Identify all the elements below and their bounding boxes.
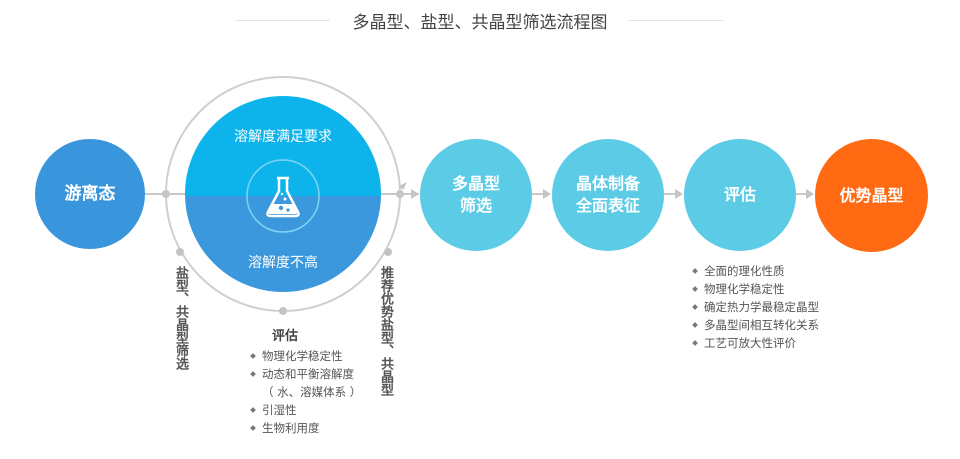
title-rule-right [628, 20, 723, 21]
node-evaluate-label: 评估 [723, 185, 756, 204]
solubility-low-label: 溶解度不高 [248, 255, 318, 271]
ring-dot [279, 307, 287, 315]
node-optimal-form: 优势晶型 [815, 139, 928, 252]
arrow-icon [411, 189, 419, 199]
node-crystal-preparation: 晶体制备 全面表征 [552, 139, 664, 251]
list-item: 确定热力学最稳定晶型 [692, 298, 819, 316]
node-evaluate: 评估 [684, 139, 796, 251]
solubility-high-label: 溶解度满足要求 [234, 129, 332, 145]
arrow-icon [543, 189, 551, 199]
ring-dot [176, 248, 184, 256]
list-item: 动态和平衡溶解度 [250, 365, 361, 383]
lower-eval-title: 评估 [272, 329, 299, 344]
list-item: 物理化学稳定性 [692, 280, 819, 298]
list-item: 工艺可放大性评价 [692, 334, 819, 352]
list-item: 全面的理化性质 [692, 262, 819, 280]
arrow-icon [675, 189, 683, 199]
side-label-salt-cocrystal-screening: 盐型、共晶型筛选 [173, 266, 188, 370]
list-item: （ 水、溶媒体系 ） [262, 385, 362, 399]
list-item: 引湿性 [250, 401, 361, 419]
node-crystal-line2: 全面表征 [575, 196, 640, 215]
node-polymorph-line2: 筛选 [459, 196, 492, 215]
list-item: 物理化学稳定性 [250, 347, 361, 365]
side-label-recommend-optimal: 推荐优势盐型、共晶型 [378, 266, 393, 396]
node-optimal-label: 优势晶型 [839, 185, 904, 205]
right-eval-list: 全面的理化性质 物理化学稳定性 确定热力学最稳定晶型 多晶型间相互转化关系 工艺… [692, 262, 819, 352]
node-polymorph-line1: 多晶型 [451, 174, 500, 193]
lower-eval-list: 物理化学稳定性 动态和平衡溶解度 （ 水、溶媒体系 ） 引湿性 生物利用度 [250, 347, 361, 437]
node-crystal-line1: 晶体制备 [575, 174, 640, 193]
title-rule-left [235, 20, 330, 21]
list-item: 生物利用度 [250, 419, 361, 437]
node-free-state-label: 游离态 [64, 184, 116, 204]
ring-arrow-icon [399, 182, 407, 190]
node-free-state: 游离态 [35, 139, 145, 249]
list-item: 多晶型间相互转化关系 [692, 316, 819, 334]
node-polymorph-screening: 多晶型 筛选 [420, 139, 532, 251]
ring-dot [384, 248, 392, 256]
arrow-icon [806, 189, 814, 199]
page-title: 多晶型、盐型、共晶型筛选流程图 [352, 13, 608, 33]
flask-icon [246, 159, 320, 233]
